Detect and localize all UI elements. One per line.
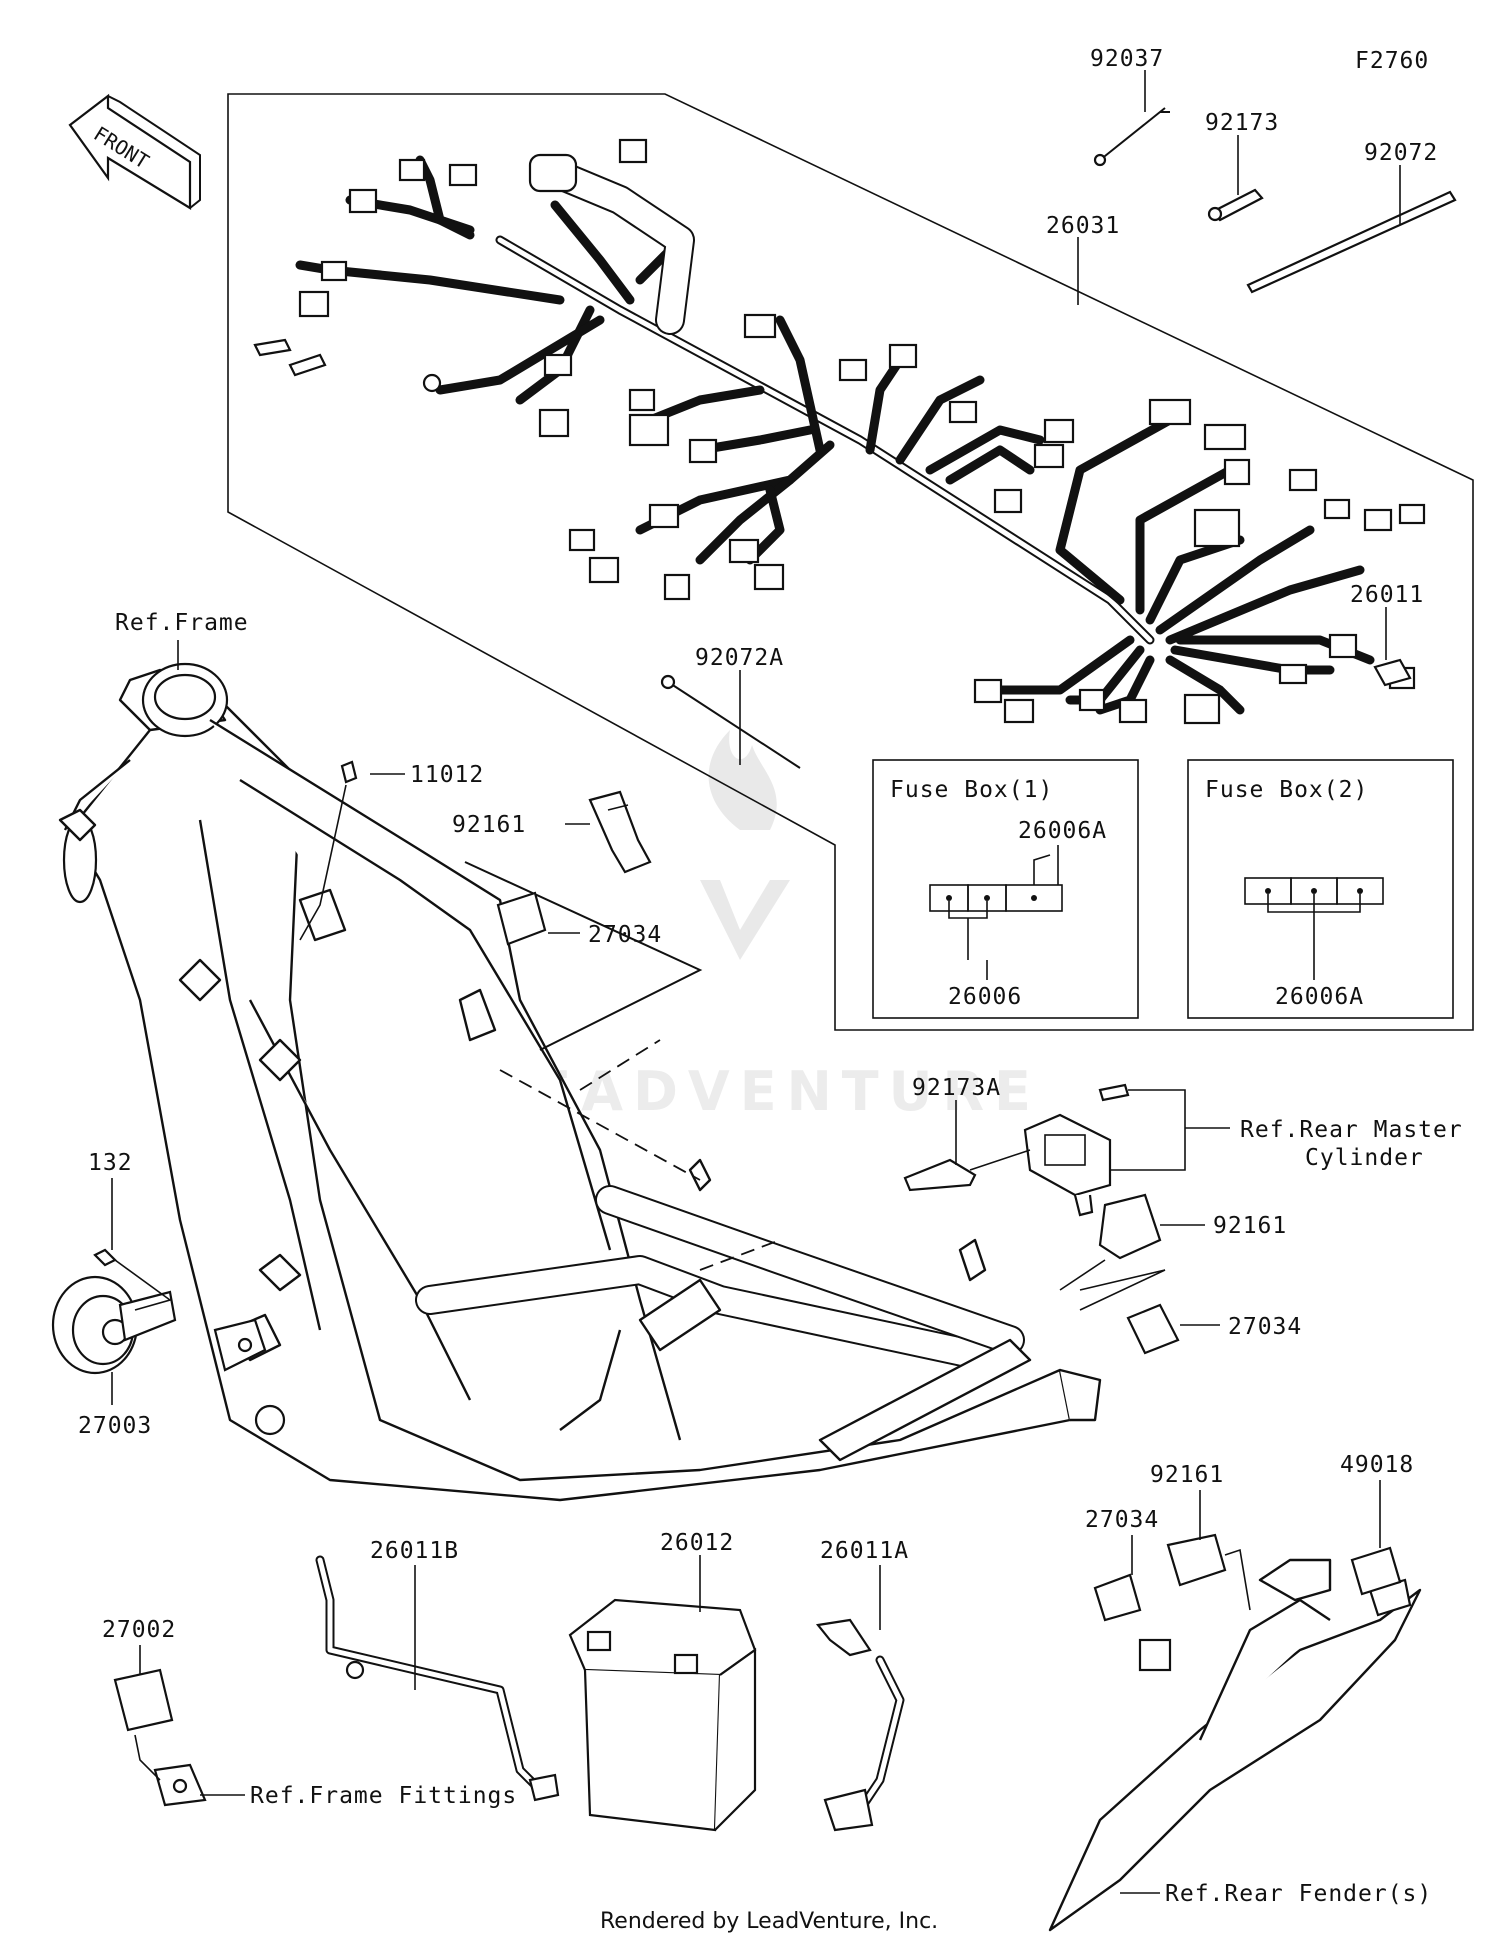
label-92072: 92072 — [1364, 140, 1438, 166]
label-26011A: 26011A — [820, 1538, 909, 1564]
figure-code: F2760 — [1355, 48, 1429, 74]
label-92173: 92173 — [1205, 110, 1279, 136]
connector-cover-leader — [464, 861, 703, 1051]
main-harness-drawing — [253, 138, 1426, 725]
label-27034-top: 27034 — [588, 922, 662, 948]
label-fuse-box-1: Fuse Box(1) — [890, 777, 1053, 803]
label-11012: 11012 — [410, 762, 484, 788]
leader-lines — [111, 70, 1401, 1894]
label-92161-rear: 92161 — [1150, 1462, 1224, 1488]
fuse-box-2-outline — [1187, 759, 1454, 1019]
label-49018: 49018 — [1340, 1452, 1414, 1478]
relay-27002-drawing — [113, 1668, 207, 1807]
part-92161-mid-drawing — [1059, 1193, 1162, 1291]
label-26006A-fb1: 26006A — [1018, 818, 1107, 844]
part-92072-drawing — [1246, 190, 1457, 294]
label-ref-frame-fittings: Ref.Frame Fittings — [250, 1783, 517, 1809]
part-92173-drawing — [1207, 188, 1264, 222]
ref-dash-3 — [579, 1039, 661, 1091]
horn-27003-drawing — [51, 1275, 177, 1375]
label-26011B: 26011B — [370, 1538, 459, 1564]
watermark-logo — [700, 730, 790, 960]
battery-26012-drawing — [568, 1598, 757, 1832]
label-26012: 26012 — [660, 1530, 734, 1556]
label-132: 132 — [88, 1150, 133, 1176]
part-27034-mid-drawing — [1126, 1303, 1180, 1355]
part-27034-rear-drawing — [1093, 1573, 1142, 1622]
label-27003: 27003 — [78, 1413, 152, 1439]
label-92173A: 92173A — [912, 1075, 1001, 1101]
part-27034-top-drawing — [496, 891, 547, 946]
label-27002: 27002 — [102, 1617, 176, 1643]
part-92173A-drawing — [903, 1149, 1031, 1192]
part-92161-top-drawing — [588, 790, 652, 874]
part-26011-drawing — [1373, 658, 1412, 687]
rear-master-cylinder-drawing — [1023, 1083, 1230, 1217]
ref-dash-1 — [499, 1069, 701, 1181]
part-11012-drawing — [299, 760, 358, 941]
fuse-box-1-outline — [872, 759, 1139, 1019]
label-26011: 26011 — [1350, 582, 1424, 608]
label-ref-frame: Ref.Frame — [115, 610, 249, 636]
part-92072A-drawing — [660, 674, 801, 769]
label-92037: 92037 — [1090, 46, 1164, 72]
label-fuse-box-2: Fuse Box(2) — [1205, 777, 1368, 803]
label-92161-top: 92161 — [452, 812, 526, 838]
part-92161-rear-drawing — [1166, 1533, 1251, 1611]
motorcycle-frame-drawing — [58, 662, 1102, 1502]
horn-bracket-drawing — [213, 1318, 267, 1372]
ref-dash-2 — [699, 1239, 781, 1271]
mid-right-leader — [1079, 1269, 1166, 1311]
label-26006: 26006 — [948, 984, 1022, 1010]
harness-panel-outline — [227, 93, 1474, 1031]
label-ref-rear-fender: Ref.Rear Fender(s) — [1165, 1881, 1432, 1907]
label-26031: 26031 — [1046, 213, 1120, 239]
cable-26011B-drawing — [315, 1555, 560, 1802]
label-27034-mid: 27034 — [1228, 1314, 1302, 1340]
label-ref-rear-master-2: Cylinder — [1305, 1145, 1424, 1171]
label-ref-rear-master-1: Ref.Rear Master — [1240, 1117, 1463, 1143]
fuse-box-2-fuses — [1244, 877, 1384, 960]
credit-text: Rendered by LeadVenture, Inc. — [600, 1909, 938, 1934]
part-49018-drawing — [1350, 1546, 1402, 1596]
bolt-132-drawing — [93, 1248, 172, 1311]
fuse-box-1-fuses — [929, 854, 1063, 960]
label-27034-rear: 27034 — [1085, 1507, 1159, 1533]
cable-26011A-drawing — [815, 1618, 905, 1832]
label-26006A-fb2: 26006A — [1275, 984, 1364, 1010]
part-92037-drawing — [1093, 107, 1170, 167]
label-92072A: 92072A — [695, 645, 784, 671]
front-arrow-icon: FRONT — [68, 93, 201, 210]
label-92161-mid: 92161 — [1213, 1213, 1287, 1239]
